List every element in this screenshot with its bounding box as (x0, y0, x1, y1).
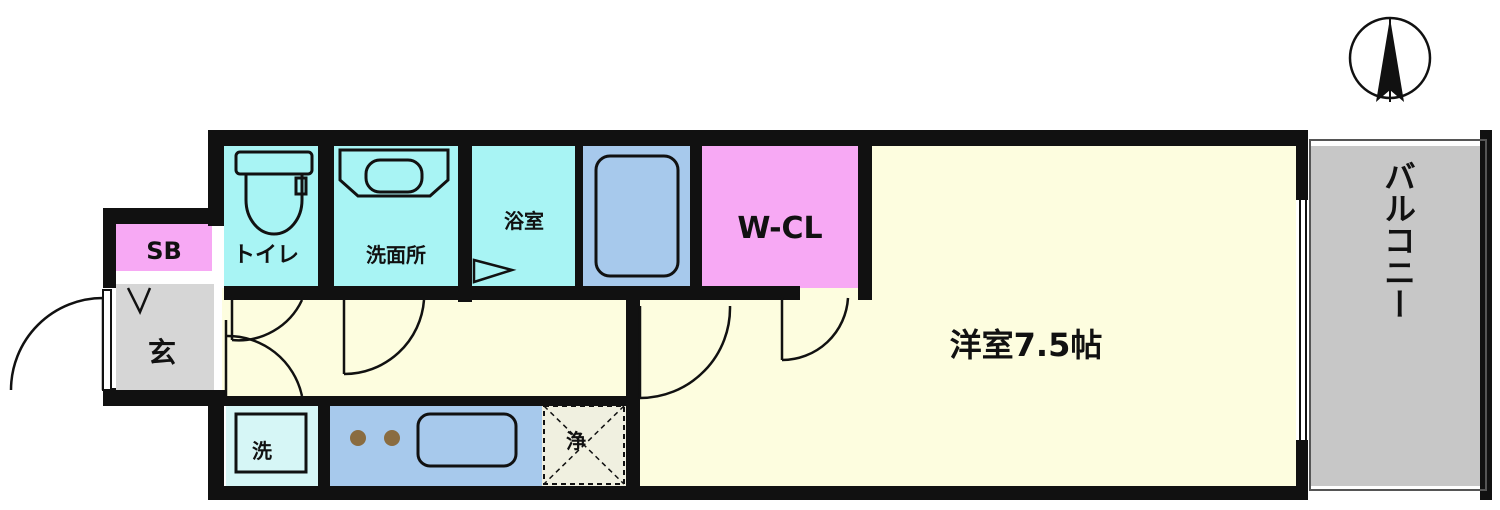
doors (9, 258, 850, 400)
balcony-label: バルコニー (1379, 160, 1417, 320)
washer-label: 洗 (252, 439, 272, 463)
purifier-box (543, 405, 625, 485)
toilet-fixture (234, 150, 314, 236)
toilet-label: トイレ (233, 243, 299, 268)
balcony-railing (1309, 139, 1487, 491)
entrance-label: 玄 (148, 336, 176, 369)
balcony-floor (1310, 146, 1480, 486)
bath-label: 浴室 (504, 209, 544, 233)
north-arrow-icon (1348, 16, 1432, 102)
washer-area (226, 404, 318, 486)
sb-label: SB (146, 237, 182, 265)
western-room-label: 洋室7.5帖 (950, 326, 1103, 364)
washroom-area (334, 146, 458, 288)
wcl-label: W-CL (737, 211, 822, 246)
balcony-sliding-door (1296, 200, 1310, 440)
corridor-floor (222, 288, 642, 400)
washroom-label: 洗面所 (366, 243, 426, 267)
sb-area (116, 224, 212, 271)
kitchen-fixtures (350, 412, 518, 468)
washer-pan (234, 412, 308, 474)
kitchen-counter (330, 404, 542, 486)
bathtub-fixture (583, 146, 690, 286)
entrance-floor (116, 284, 214, 394)
washbasin-fixture (338, 148, 450, 198)
toilet-area (224, 146, 318, 288)
purifier-label: 浄 (566, 429, 586, 453)
wcl-area (702, 146, 858, 288)
